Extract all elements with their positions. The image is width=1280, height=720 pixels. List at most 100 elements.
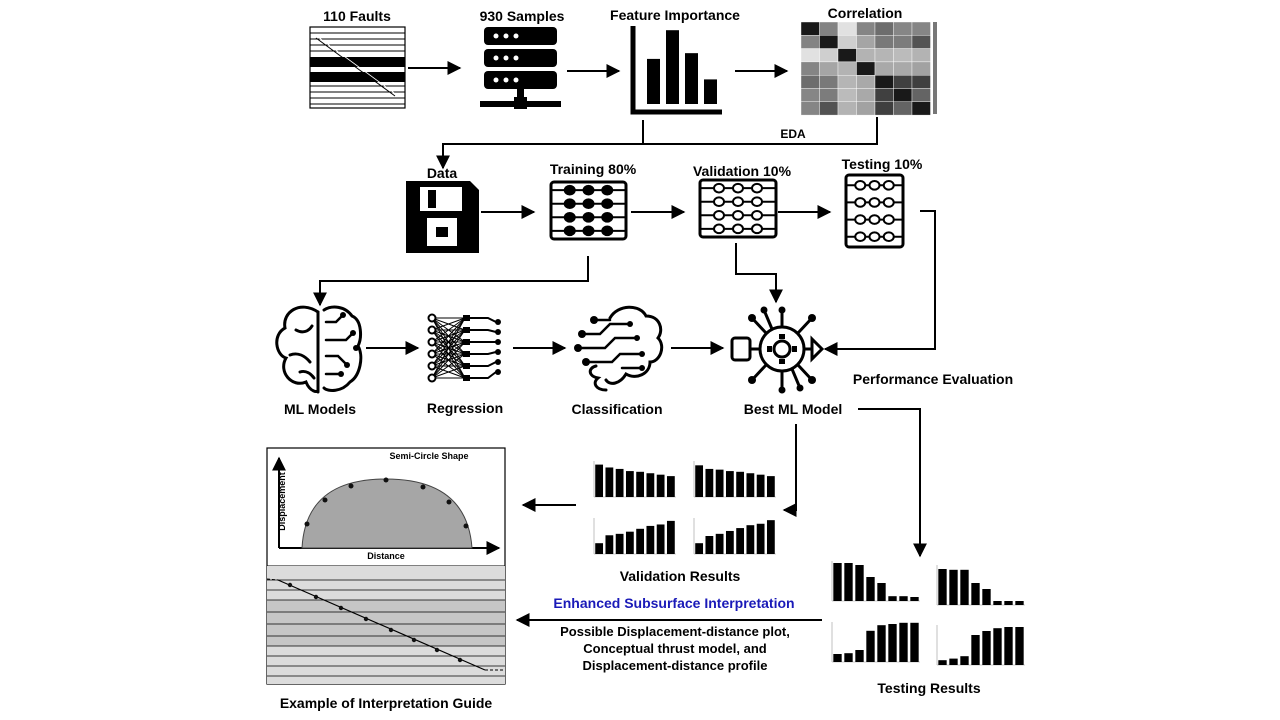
heatmap-cell [893, 35, 913, 49]
abacus-bead [854, 231, 867, 243]
abacus-bead [854, 179, 867, 191]
feature-importance-chart [630, 26, 722, 115]
panel-bar [866, 577, 875, 601]
abacus-bead [868, 214, 881, 225]
abacus-bead [882, 214, 895, 225]
heatmap-cell [874, 101, 894, 116]
heatmap-cell [874, 21, 894, 36]
net-output [470, 351, 497, 355]
net-node [495, 319, 501, 325]
heatmap-cell [856, 88, 876, 103]
possible-line-1: Possible Displacement-distance plot, [560, 624, 790, 639]
net-link [431, 317, 466, 331]
panel-bar [625, 471, 634, 497]
heatmap-cell [911, 74, 931, 89]
heatmap-cell [800, 61, 820, 76]
abacus-bead [713, 196, 725, 208]
abacus-frame [844, 173, 905, 249]
panel-bar [993, 628, 1002, 665]
heatmap-cell [856, 35, 876, 49]
net-output [470, 317, 497, 323]
abacus-bead [582, 198, 595, 210]
abacus-bead [882, 197, 895, 208]
panel-bar [746, 525, 755, 554]
heatmap-cell [893, 74, 913, 89]
heatmap-cell [837, 61, 857, 76]
heatmap-cell [874, 88, 894, 103]
panel-bar [938, 660, 947, 665]
heatmap-cell [819, 48, 839, 63]
abacus-bead [601, 198, 614, 210]
abacus-bead [713, 223, 725, 235]
panel-bar [615, 533, 624, 554]
fi-bar [704, 79, 717, 104]
heatmap-cell [800, 101, 820, 116]
classification-label: Classification [571, 401, 663, 417]
abacus-bead [713, 182, 725, 194]
abacus-bead [601, 211, 614, 223]
testing-results-charts [831, 561, 1025, 666]
heatmap-cell [911, 88, 931, 103]
abacus-bead [751, 182, 763, 194]
abacus-bead [882, 231, 895, 243]
panel-bar [636, 471, 645, 497]
heatmap-cell [911, 21, 931, 36]
panel-bar [595, 464, 604, 497]
panel-bar [1015, 627, 1024, 665]
heatmap-cell [800, 88, 820, 103]
abacus-bead [732, 223, 744, 235]
heatmap-cell [800, 35, 820, 49]
net-node [427, 349, 437, 359]
heatmap-cell [911, 61, 931, 76]
panel-bar [725, 471, 734, 497]
heatmap-cell [800, 21, 820, 36]
panel-bar [833, 563, 842, 601]
heatmap-cell [893, 21, 913, 36]
heatmap-cell [856, 21, 876, 36]
abacus-bead [563, 225, 576, 237]
panel-bar [736, 471, 745, 497]
abacus-bead [601, 225, 614, 237]
net-node [495, 339, 501, 345]
heatmap-cell [856, 61, 876, 76]
net-node [427, 337, 437, 347]
heatmap-cell [819, 101, 839, 116]
heatmap-cell [837, 101, 857, 116]
fi-axes [630, 26, 722, 115]
heatmap-cell [800, 48, 820, 63]
panel-bar [1004, 627, 1013, 665]
panel-bar [938, 569, 947, 605]
heatmap-cell [856, 74, 876, 89]
panel-bar [910, 597, 919, 601]
abacus-bead [563, 198, 576, 210]
validation-results-label: Validation Results [619, 568, 741, 584]
panel-bar [756, 474, 765, 497]
samples-label: 930 Samples [479, 8, 565, 24]
panel-bar [656, 524, 665, 554]
panel-bar [888, 596, 897, 601]
panel-bar [866, 630, 875, 662]
panel-bar [899, 596, 908, 601]
possible-line-2: Conceptual thrust model, and [583, 641, 767, 656]
net-node [495, 329, 501, 335]
testing-results-label: Testing Results [877, 680, 981, 696]
abacus-frame [698, 178, 778, 239]
panel-bar [910, 622, 919, 662]
displacement-axis-label: Displacement [276, 472, 287, 531]
classification-circuit-brain-icon [574, 305, 664, 392]
panel-bar [646, 525, 655, 554]
ml-models-label: ML Models [283, 401, 357, 417]
abacus-bead [868, 179, 881, 191]
panel-bar [636, 528, 645, 554]
abacus-bead [582, 225, 595, 237]
abacus-bead [732, 182, 744, 194]
abacus-bead [868, 197, 881, 208]
net-node [495, 359, 501, 365]
panel-bar [605, 535, 614, 554]
heatmap-cell [874, 35, 894, 49]
panel-bar [855, 565, 864, 601]
panel-bar [971, 583, 980, 605]
samples-server-icon [480, 27, 561, 109]
net-output [470, 361, 497, 367]
